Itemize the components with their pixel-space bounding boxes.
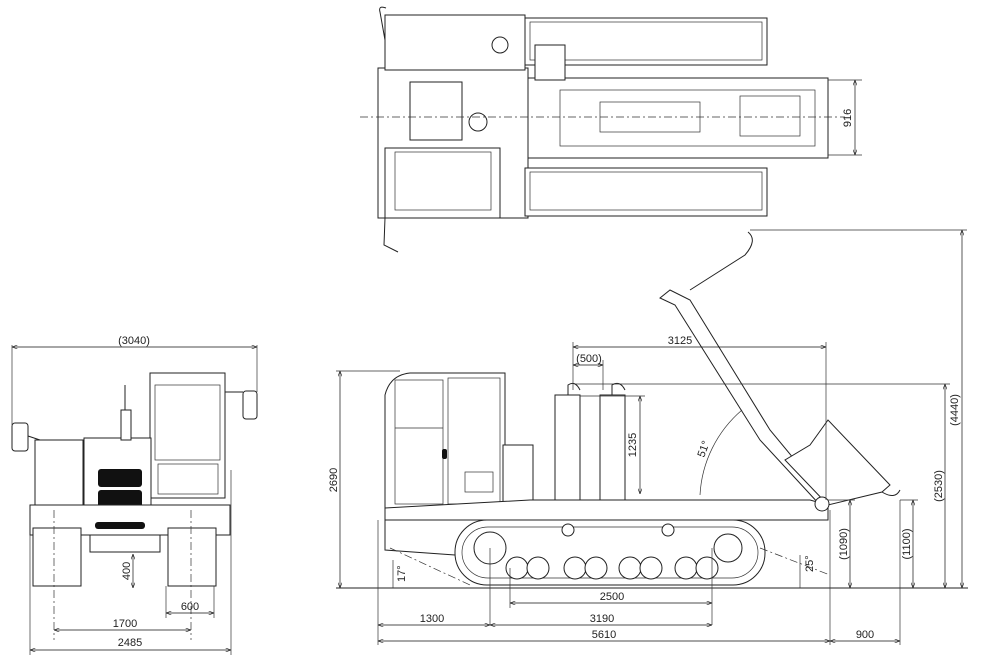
front-view: (3040) 2485 1700 600 400: [11, 335, 258, 655]
dim-max-height: (4440): [949, 394, 961, 426]
dim-hook-spacing: (500): [576, 353, 602, 365]
dim-tumbler-distance: 2500: [600, 591, 624, 603]
dim-overall-length: 5610: [592, 629, 616, 641]
dim-track-length: 3190: [590, 613, 614, 625]
top-cab-front: [384, 14, 526, 71]
boom-pivot: [814, 496, 830, 512]
rack-1: [554, 394, 581, 501]
front-exhaust: [120, 409, 132, 441]
boom-angle-arc: [699, 409, 743, 496]
front-track-right: [167, 527, 217, 587]
front-cab: [149, 372, 226, 499]
dim-boom-overhang: 900: [856, 629, 874, 641]
boom-extended: [784, 419, 891, 506]
dim-hook-low-height: (1100): [901, 529, 913, 560]
dim-front-approach-angle: 25°: [804, 555, 816, 572]
top-mirror-right: [383, 217, 399, 253]
dim-hook-height: 1235: [627, 433, 639, 457]
grille-lower: [98, 490, 142, 508]
front-mirror-right: [242, 390, 258, 420]
rack-2: [599, 394, 626, 501]
road-wheels: [505, 556, 719, 580]
dim-pivot-height: (1090): [838, 528, 850, 560]
dim-overall-width-mirrors: (3040): [118, 335, 150, 347]
top-mirror-left: [379, 6, 387, 41]
dim-boom-reach: 3125: [668, 335, 692, 347]
dim-hook-top-height: (2530): [933, 470, 945, 502]
top-boom-frame: [527, 77, 829, 159]
front-mirror-left: [11, 422, 29, 452]
top-view: 916: [360, 6, 862, 253]
front-track-left: [32, 527, 82, 587]
dim-boom-angle: 51°: [696, 439, 713, 459]
dim-track-gauge: 1700: [113, 618, 137, 630]
boom-raised-hook: [689, 231, 753, 291]
top-engine-cover: [384, 147, 501, 219]
dim-boom-width: 916: [842, 109, 854, 127]
dim-rear-overhang: 1300: [420, 613, 444, 625]
side-cab: [384, 372, 506, 511]
side-view: 51° 2690 1235 (1090) (1100) (2530) (4440…: [328, 229, 968, 645]
dim-shoe-width: 600: [181, 601, 199, 613]
dim-rear-approach-angle: 17°: [396, 565, 408, 582]
grille-upper: [98, 469, 142, 487]
idler: [713, 533, 743, 563]
dim-overall-height: 2690: [328, 468, 340, 492]
dim-ground-clearance: 400: [121, 562, 133, 580]
top-track-right: [524, 167, 768, 217]
dim-overall-width: 2485: [118, 637, 142, 649]
